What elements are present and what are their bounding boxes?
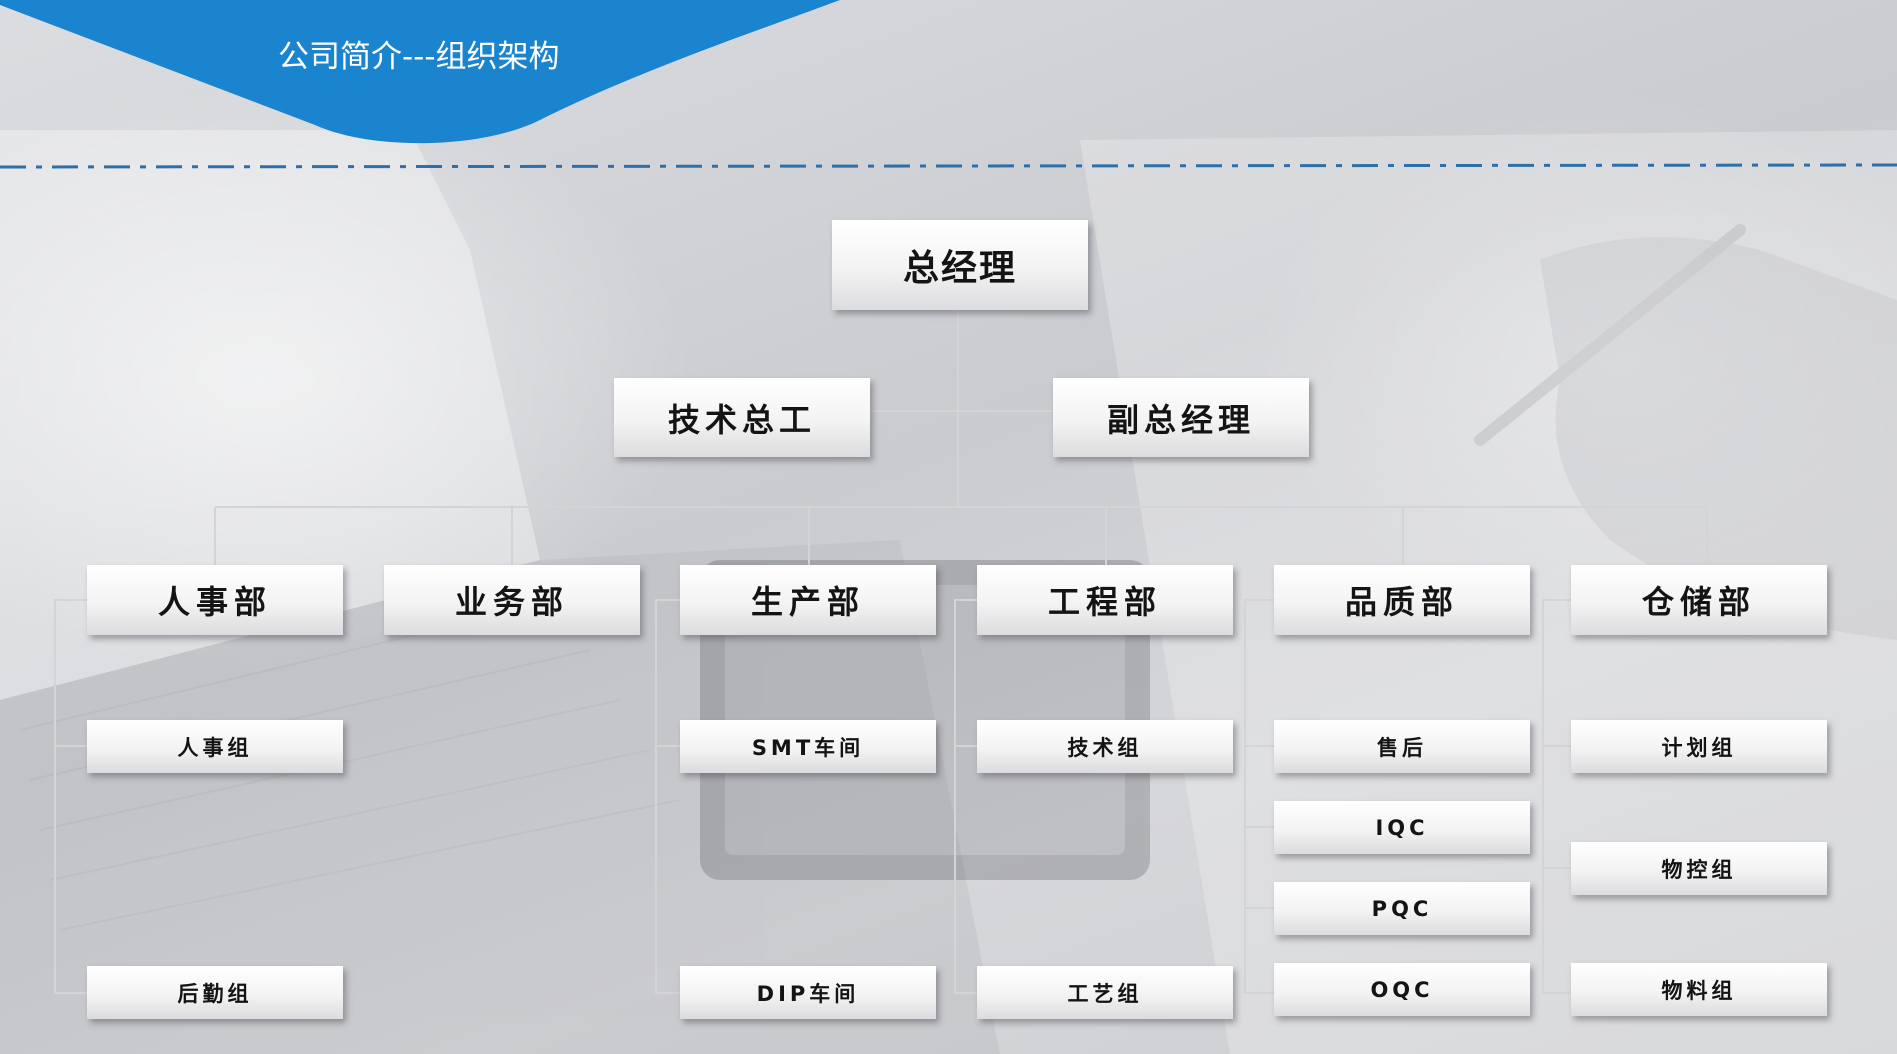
group-hr-team: 人事组 (87, 720, 343, 773)
group-smt-workshop: SMT车间 (680, 720, 936, 773)
dept-production: 生产部 (680, 565, 936, 635)
group-materials: 物料组 (1571, 963, 1827, 1016)
group-material-control: 物控组 (1571, 842, 1827, 895)
dept-warehouse: 仓储部 (1571, 565, 1827, 635)
org-node-ceo: 总经理 (832, 220, 1088, 310)
group-planning: 计划组 (1571, 720, 1827, 773)
group-after-sales: 售后 (1274, 720, 1530, 773)
group-technical: 技术组 (977, 720, 1233, 773)
dept-hr: 人事部 (87, 565, 343, 635)
group-process: 工艺组 (977, 966, 1233, 1019)
dept-quality: 品质部 (1274, 565, 1530, 635)
group-iqc: IQC (1274, 801, 1530, 854)
group-pqc: PQC (1274, 882, 1530, 935)
group-oqc: OQC (1274, 963, 1530, 1016)
org-node-deputy-gm: 副总经理 (1053, 378, 1309, 457)
dept-sales: 业务部 (384, 565, 640, 635)
org-node-chief-engineer: 技术总工 (614, 378, 870, 457)
group-dip-workshop: DIP车间 (680, 966, 936, 1019)
group-logistics: 后勤组 (87, 966, 343, 1019)
dept-engineering: 工程部 (977, 565, 1233, 635)
